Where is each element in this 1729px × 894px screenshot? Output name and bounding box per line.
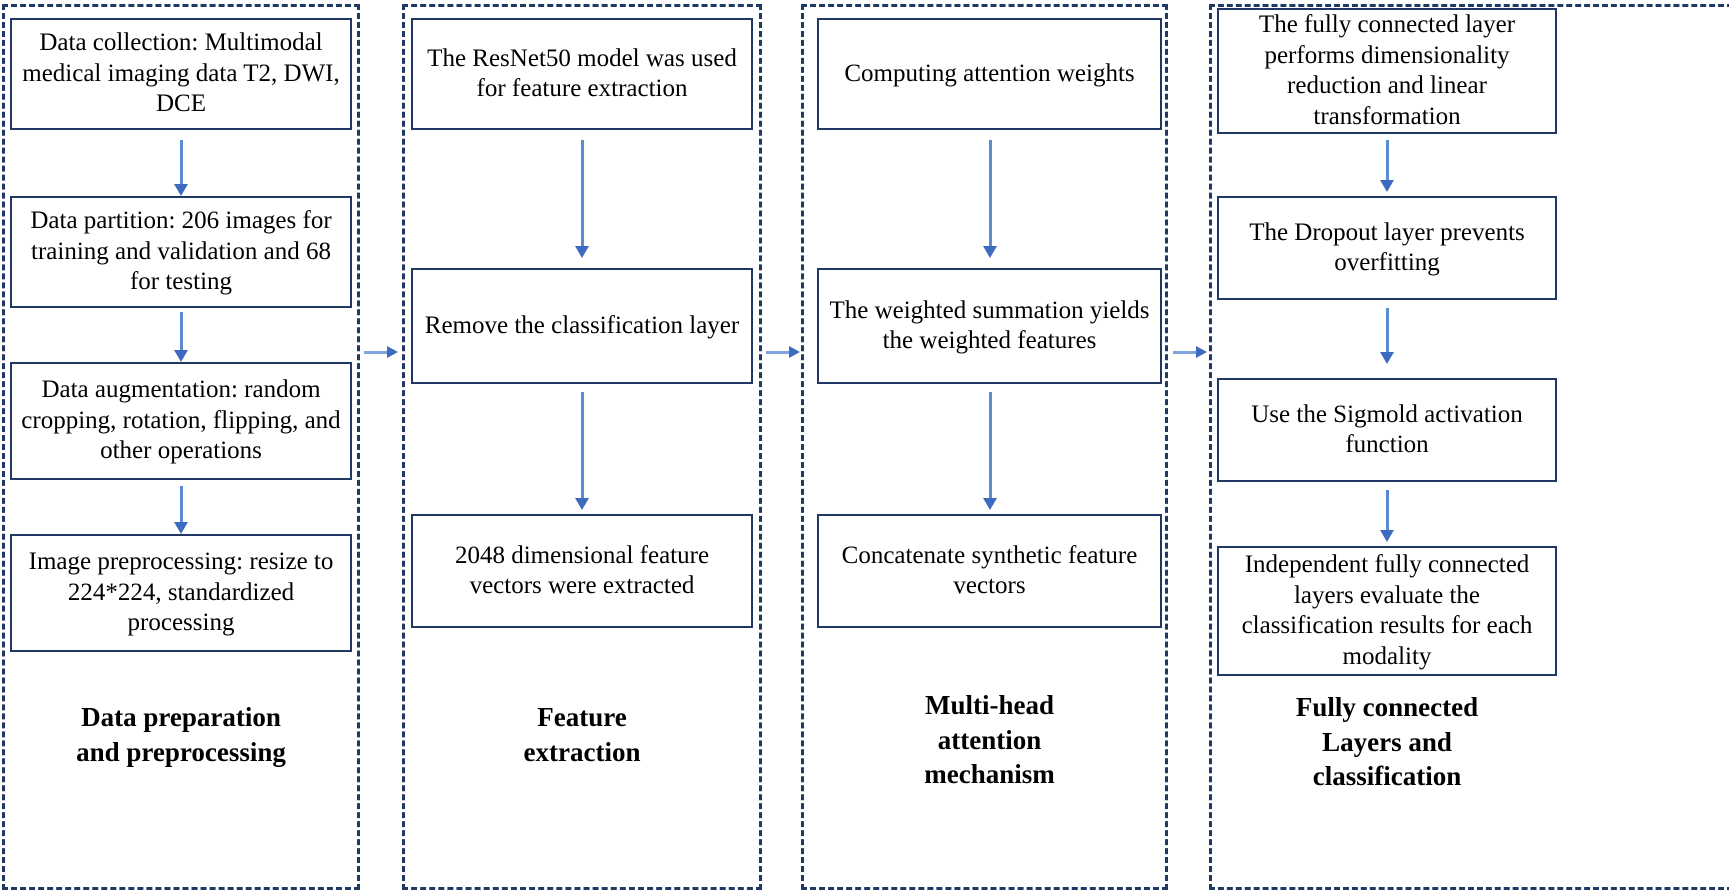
- caption-line: attention: [937, 724, 1042, 755]
- stage-caption-data-preparation: Data preparation and preprocessing: [10, 700, 352, 769]
- caption-line: Data preparation: [81, 702, 281, 732]
- step-box-sigmoid-activation: Use the Sigmold activation function: [1217, 378, 1557, 482]
- step-text: Concatenate synthetic feature vectors: [841, 541, 1138, 600]
- stage-caption-fully-connected-classification: Fully connected Layers and classificatio…: [1217, 690, 1557, 794]
- step-box-remove-classification-layer: Remove the classification layer: [411, 268, 753, 384]
- arrow-down-4-2: [1378, 308, 1396, 364]
- step-box-concatenate-feature-vectors: Concatenate synthetic feature vectors: [817, 514, 1162, 628]
- caption-line: and preprocessing: [76, 736, 286, 767]
- step-box-data-partition: Data partition: 206 images for training …: [10, 196, 352, 308]
- stage-caption-multihead-attention: Multi-head attention mechanism: [817, 688, 1162, 792]
- step-text: Independent fully connected layers evalu…: [1241, 551, 1533, 670]
- step-box-fully-connected-layer: The fully connected layer performs dimen…: [1217, 8, 1557, 134]
- arrow-down-2-2: [573, 392, 591, 510]
- step-text: Data partition: 206 images for training …: [30, 207, 332, 296]
- step-box-data-collection: Data collection: Multimodal medical imag…: [10, 18, 352, 130]
- step-text: Image preprocessing: resize to 224*224, …: [28, 548, 334, 637]
- step-text: 2048 dimensional feature vectors were ex…: [454, 541, 710, 600]
- arrow-down-4-1: [1378, 140, 1396, 192]
- step-text: Use the Sigmold activation function: [1251, 400, 1523, 459]
- caption-line: classification: [1312, 761, 1462, 792]
- connector-arrow-stage1-stage2: [364, 345, 398, 359]
- stage-caption-feature-extraction: Feature extraction: [411, 700, 753, 769]
- arrow-down-3-2: [981, 392, 999, 510]
- step-box-image-preprocessing: Image preprocessing: resize to 224*224, …: [10, 534, 352, 652]
- caption-line: mechanism: [924, 759, 1055, 790]
- connector-arrow-stage2-stage3: [766, 345, 800, 359]
- step-text: Data augmentation: random cropping, rota…: [21, 376, 341, 465]
- step-box-resnet50: The ResNet50 model was used for feature …: [411, 18, 753, 130]
- step-text: The weighted summation yields the weight…: [829, 296, 1150, 355]
- arrow-down-1-1: [172, 140, 190, 196]
- arrow-down-4-3: [1378, 490, 1396, 542]
- step-box-weighted-summation: The weighted summation yields the weight…: [817, 268, 1162, 384]
- caption-line: Feature: [537, 702, 627, 732]
- step-text: The ResNet50 model was used for feature …: [427, 44, 737, 103]
- step-box-dropout-layer: The Dropout layer prevents overfitting: [1217, 196, 1557, 300]
- caption-line: extraction: [523, 736, 641, 767]
- stage-multihead-attention: [801, 4, 1168, 890]
- arrow-down-3-1: [981, 140, 999, 258]
- caption-line: Layers and: [1322, 726, 1452, 757]
- step-text: Remove the classification layer: [424, 311, 740, 339]
- step-box-computing-attention-weights: Computing attention weights: [817, 18, 1162, 130]
- step-text: The fully connected layer performs dimen…: [1258, 11, 1516, 130]
- caption-line: Fully connected: [1295, 692, 1479, 722]
- step-text: Computing attention weights: [844, 59, 1135, 87]
- caption-line: Multi-head: [924, 690, 1054, 720]
- step-box-2048-feature-vectors: 2048 dimensional feature vectors were ex…: [411, 514, 753, 628]
- step-box-independent-fc-layers: Independent fully connected layers evalu…: [1217, 546, 1557, 676]
- arrow-down-1-3: [172, 486, 190, 534]
- step-text: Data collection: Multimodal medical imag…: [22, 29, 340, 118]
- connector-arrow-stage3-stage4: [1173, 345, 1207, 359]
- step-box-data-augmentation: Data augmentation: random cropping, rota…: [10, 362, 352, 480]
- arrow-down-2-1: [573, 140, 591, 258]
- arrow-down-1-2: [172, 312, 190, 362]
- step-text: The Dropout layer prevents overfitting: [1249, 218, 1525, 277]
